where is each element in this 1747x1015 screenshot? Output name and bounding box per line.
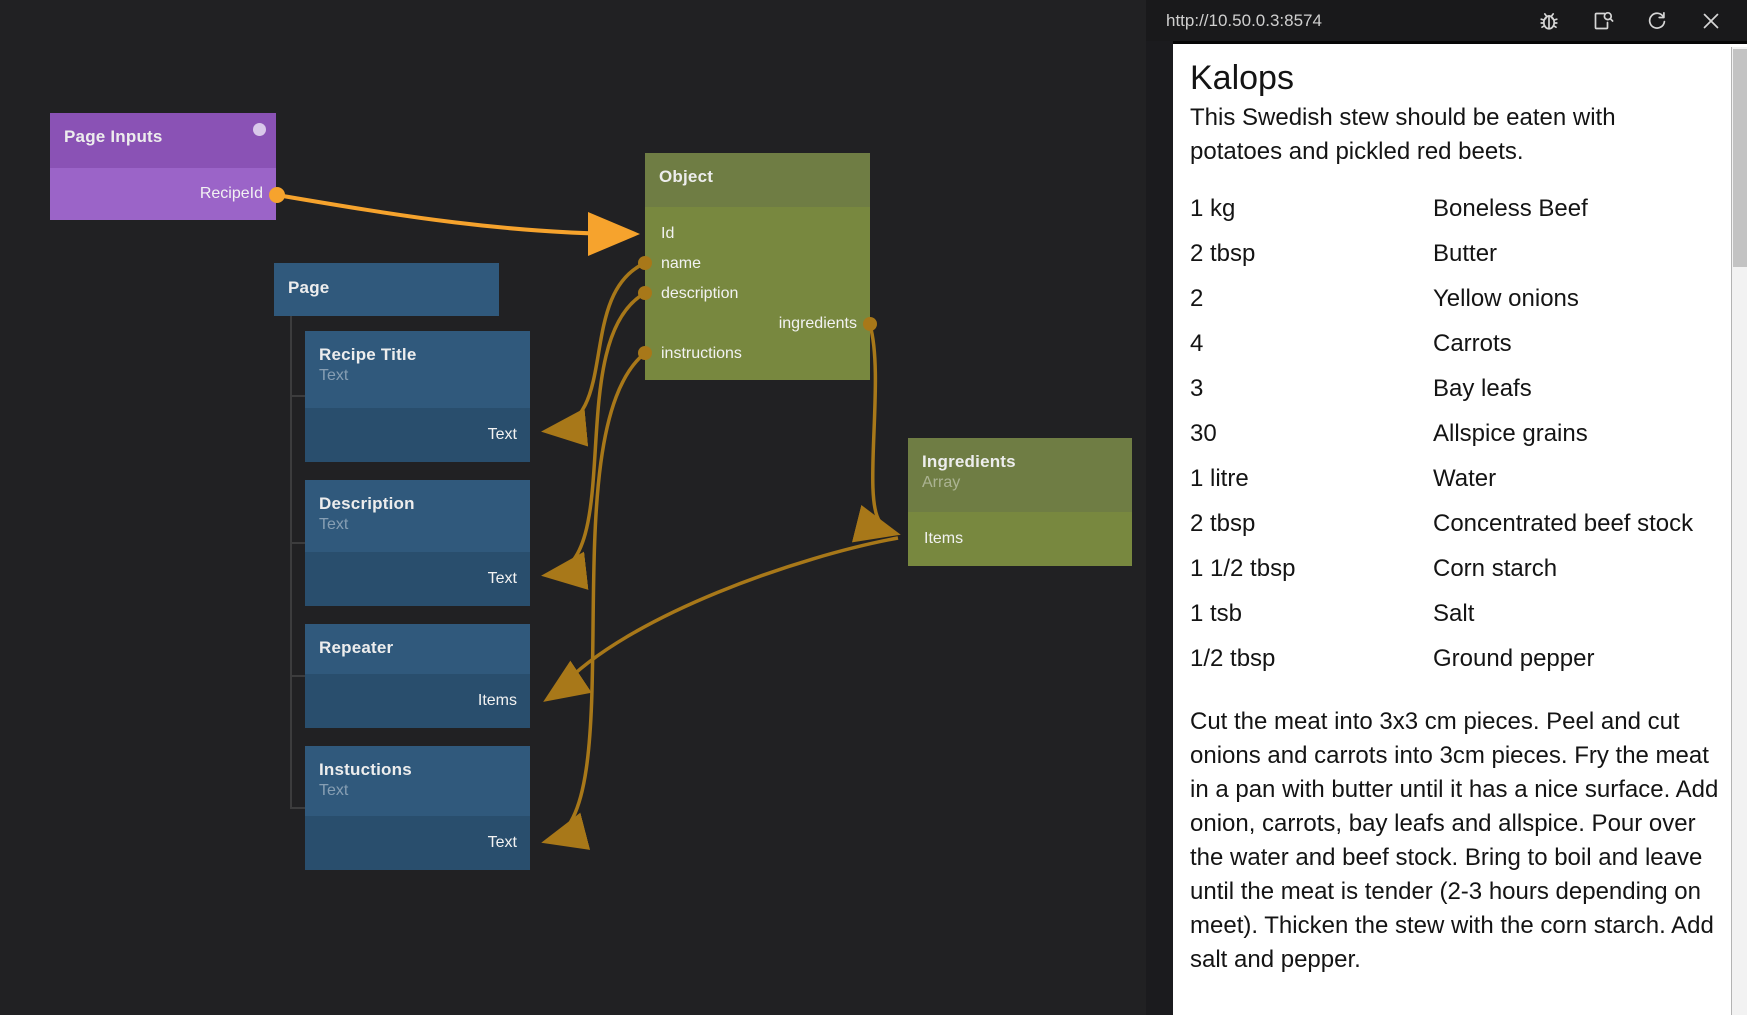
wire-items-to-repeater: [543, 536, 899, 702]
node-subtitle: Text: [319, 367, 349, 384]
ingredient-name: Boneless Beef: [1433, 194, 1588, 222]
ingredient-amount: 2: [1190, 284, 1204, 312]
node-page[interactable]: Page: [274, 263, 499, 316]
ingredient-amount: 30: [1190, 419, 1217, 447]
ingredient-name: Butter: [1433, 239, 1498, 267]
node-subtitle: Text: [319, 516, 349, 533]
node-title: Object: [659, 167, 714, 186]
tree-line-tick: [290, 807, 305, 809]
node-title: Recipe Title: [319, 345, 417, 364]
node-ingredients[interactable]: Ingredients Array Items: [908, 438, 1132, 566]
port-name[interactable]: name: [661, 255, 702, 272]
node-title: Instuctions: [319, 760, 412, 779]
node-description[interactable]: Description Text Text: [305, 480, 530, 606]
ingredient-amount: 1 litre: [1190, 464, 1249, 492]
port-description[interactable]: description: [661, 285, 739, 302]
ingredient-amount: 3: [1190, 374, 1204, 402]
ingredient-name: Carrots: [1433, 329, 1512, 357]
ingredient-amount: 1 1/2 tbsp: [1190, 554, 1296, 582]
wire-description-to-description: [541, 291, 646, 590]
ingredient-name: Corn starch: [1433, 554, 1558, 582]
node-object[interactable]: Object Id name description ingredients i…: [645, 153, 870, 380]
scrollbar[interactable]: [1731, 47, 1747, 1015]
preview-webview: Kalops This Swedish stew should be eaten…: [1173, 41, 1747, 1015]
recipe-content: Kalops This Swedish stew should be eaten…: [1173, 47, 1731, 1015]
wire-name-to-recipetitle: [541, 261, 646, 447]
url-field[interactable]: http://10.50.0.3:8574: [1166, 10, 1322, 30]
port-instructions[interactable]: instructions: [661, 345, 742, 362]
node-canvas[interactable]: Page Inputs RecipeId Page Recipe Title T…: [0, 0, 1146, 1015]
port-id[interactable]: Id: [661, 225, 675, 242]
node-status-dot: [253, 123, 266, 136]
tree-line-tick: [290, 395, 305, 397]
tree-line-tick: [290, 542, 305, 544]
port-recipeid[interactable]: RecipeId: [199, 185, 263, 202]
ingredient-list: 1 kg Boneless Beef 2 tbsp Butter 2 Yello…: [1190, 186, 1723, 681]
node-repeater[interactable]: Repeater Items: [305, 624, 530, 728]
ingredient-name: Ground pepper: [1433, 644, 1595, 672]
debug-bug-icon[interactable]: [1537, 9, 1561, 33]
tree-line-tick: [290, 675, 305, 677]
port-items[interactable]: Items: [924, 530, 964, 547]
ingredient-name: Allspice grains: [1433, 419, 1588, 447]
ingredient-name: Concentrated beef stock: [1433, 509, 1694, 537]
node-title: Repeater: [319, 638, 394, 657]
ingredient-name: Bay leafs: [1433, 374, 1532, 402]
refresh-icon[interactable]: [1645, 9, 1669, 33]
preview-panel: http://10.50.0.3:8574: [1146, 0, 1747, 1015]
node-title: Page Inputs: [64, 127, 163, 146]
node-title: Ingredients: [922, 452, 1016, 471]
wire-ingredients-to-items: [851, 324, 901, 543]
node-title: Description: [319, 494, 415, 513]
ingredient-amount: 1/2 tbsp: [1190, 644, 1276, 672]
close-icon[interactable]: [1699, 9, 1723, 33]
node-subtitle: Array: [922, 474, 961, 491]
ingredient-name: Salt: [1433, 599, 1475, 627]
recipe-instructions: Cut the meat into 3x3 cm pieces. Peel an…: [1190, 708, 1719, 973]
node-recipe-title[interactable]: Recipe Title Text Text: [305, 331, 530, 462]
scrollbar-thumb[interactable]: [1733, 49, 1747, 267]
open-preview-icon[interactable]: [1591, 9, 1615, 33]
ingredient-name: Water: [1433, 464, 1497, 492]
wire-instructions-to-instuctions: [541, 351, 647, 850]
tree-line-vertical: [290, 316, 292, 808]
preview-toolbar: http://10.50.0.3:8574: [1146, 0, 1747, 41]
port-ingredients[interactable]: ingredients: [778, 315, 857, 332]
node-instuctions[interactable]: Instuctions Text Text: [305, 746, 530, 870]
port-text[interactable]: Text: [487, 570, 517, 587]
ingredient-amount: 1 tsb: [1190, 599, 1243, 627]
node-page-inputs[interactable]: Page Inputs RecipeId: [50, 113, 276, 220]
recipe-description: This Swedish stew should be eaten with p…: [1190, 104, 1616, 165]
ingredient-amount: 2 tbsp: [1190, 509, 1256, 537]
port-text[interactable]: Text: [487, 834, 517, 851]
node-subtitle: Text: [319, 782, 349, 799]
ingredient-amount: 2 tbsp: [1190, 239, 1256, 267]
ingredient-amount: 1 kg: [1190, 194, 1236, 222]
recipe-title: Kalops: [1190, 59, 1294, 97]
node-title: Page: [288, 278, 330, 297]
ingredient-amount: 4: [1190, 329, 1204, 357]
ingredient-name: Yellow onions: [1433, 284, 1579, 312]
port-text[interactable]: Text: [487, 426, 517, 443]
port-items[interactable]: Items: [477, 692, 517, 709]
wire-recipeid-to-id: [276, 193, 640, 256]
